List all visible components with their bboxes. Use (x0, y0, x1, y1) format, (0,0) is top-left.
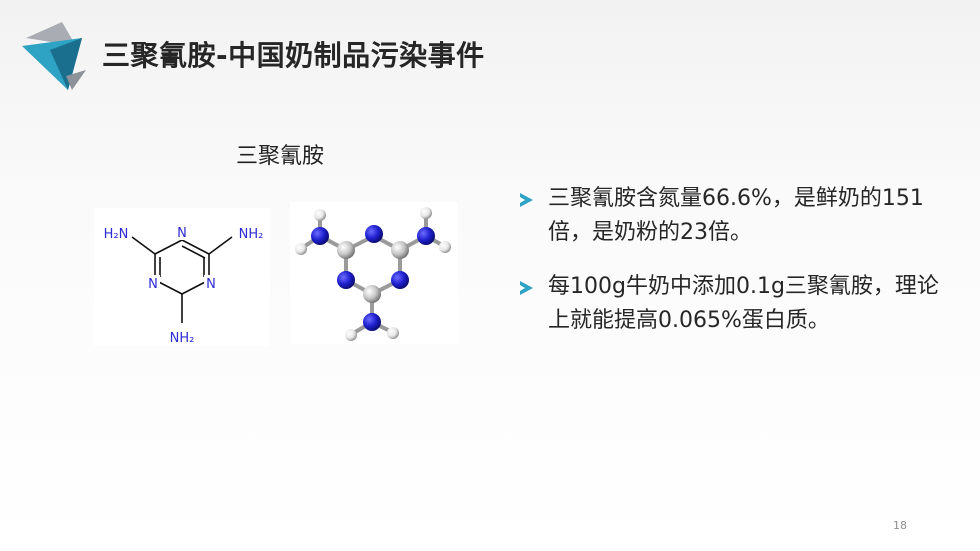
nitrogen-atoms (311, 225, 435, 331)
slide-title: 三聚氰胺-中国奶制品污染事件 (102, 39, 485, 72)
melamine-ball-stick-model (290, 202, 458, 344)
ball-stick-model-diagram (295, 207, 451, 341)
ring-nitrogen-left-label: N (148, 277, 158, 292)
bullet-item: 每100g牛奶中添加0.1g三聚氰胺，理论上就能提高0.065%蛋白质。 (520, 270, 960, 338)
bullet-text: 每100g牛奶中添加0.1g三聚氰胺，理论上就能提高0.065%蛋白质。 (548, 274, 939, 333)
page-number: 18 (893, 519, 907, 532)
hydrogen-atoms (295, 207, 451, 341)
bullet-list: 三聚氰胺含氮量66.6%，是鲜奶的151倍，是奶粉的23倍。 每100g牛奶中添… (520, 182, 960, 358)
ring-nitrogen-right-label: N (206, 277, 216, 292)
arrow-bullet-icon (520, 281, 533, 295)
amine-left-label: H₂N (104, 227, 129, 242)
melamine-structural-formula: N N N H₂N NH₂ NH₂ (94, 208, 270, 346)
arrow-bullet-icon (520, 193, 533, 207)
triangle-logo-icon (22, 22, 86, 90)
amine-bottom-label: NH₂ (170, 331, 195, 346)
bullet-item: 三聚氰胺含氮量66.6%，是鲜奶的151倍，是奶粉的23倍。 (520, 182, 960, 250)
carbon-atoms (337, 241, 409, 303)
ring-nitrogen-top-label: N (177, 226, 187, 241)
amine-right-label: NH₂ (239, 227, 264, 242)
structure-caption: 三聚氰胺 (236, 144, 325, 169)
structural-formula-diagram: N N N H₂N NH₂ NH₂ (104, 225, 264, 346)
bullet-text: 三聚氰胺含氮量66.6%，是鲜奶的151倍，是奶粉的23倍。 (548, 186, 924, 245)
